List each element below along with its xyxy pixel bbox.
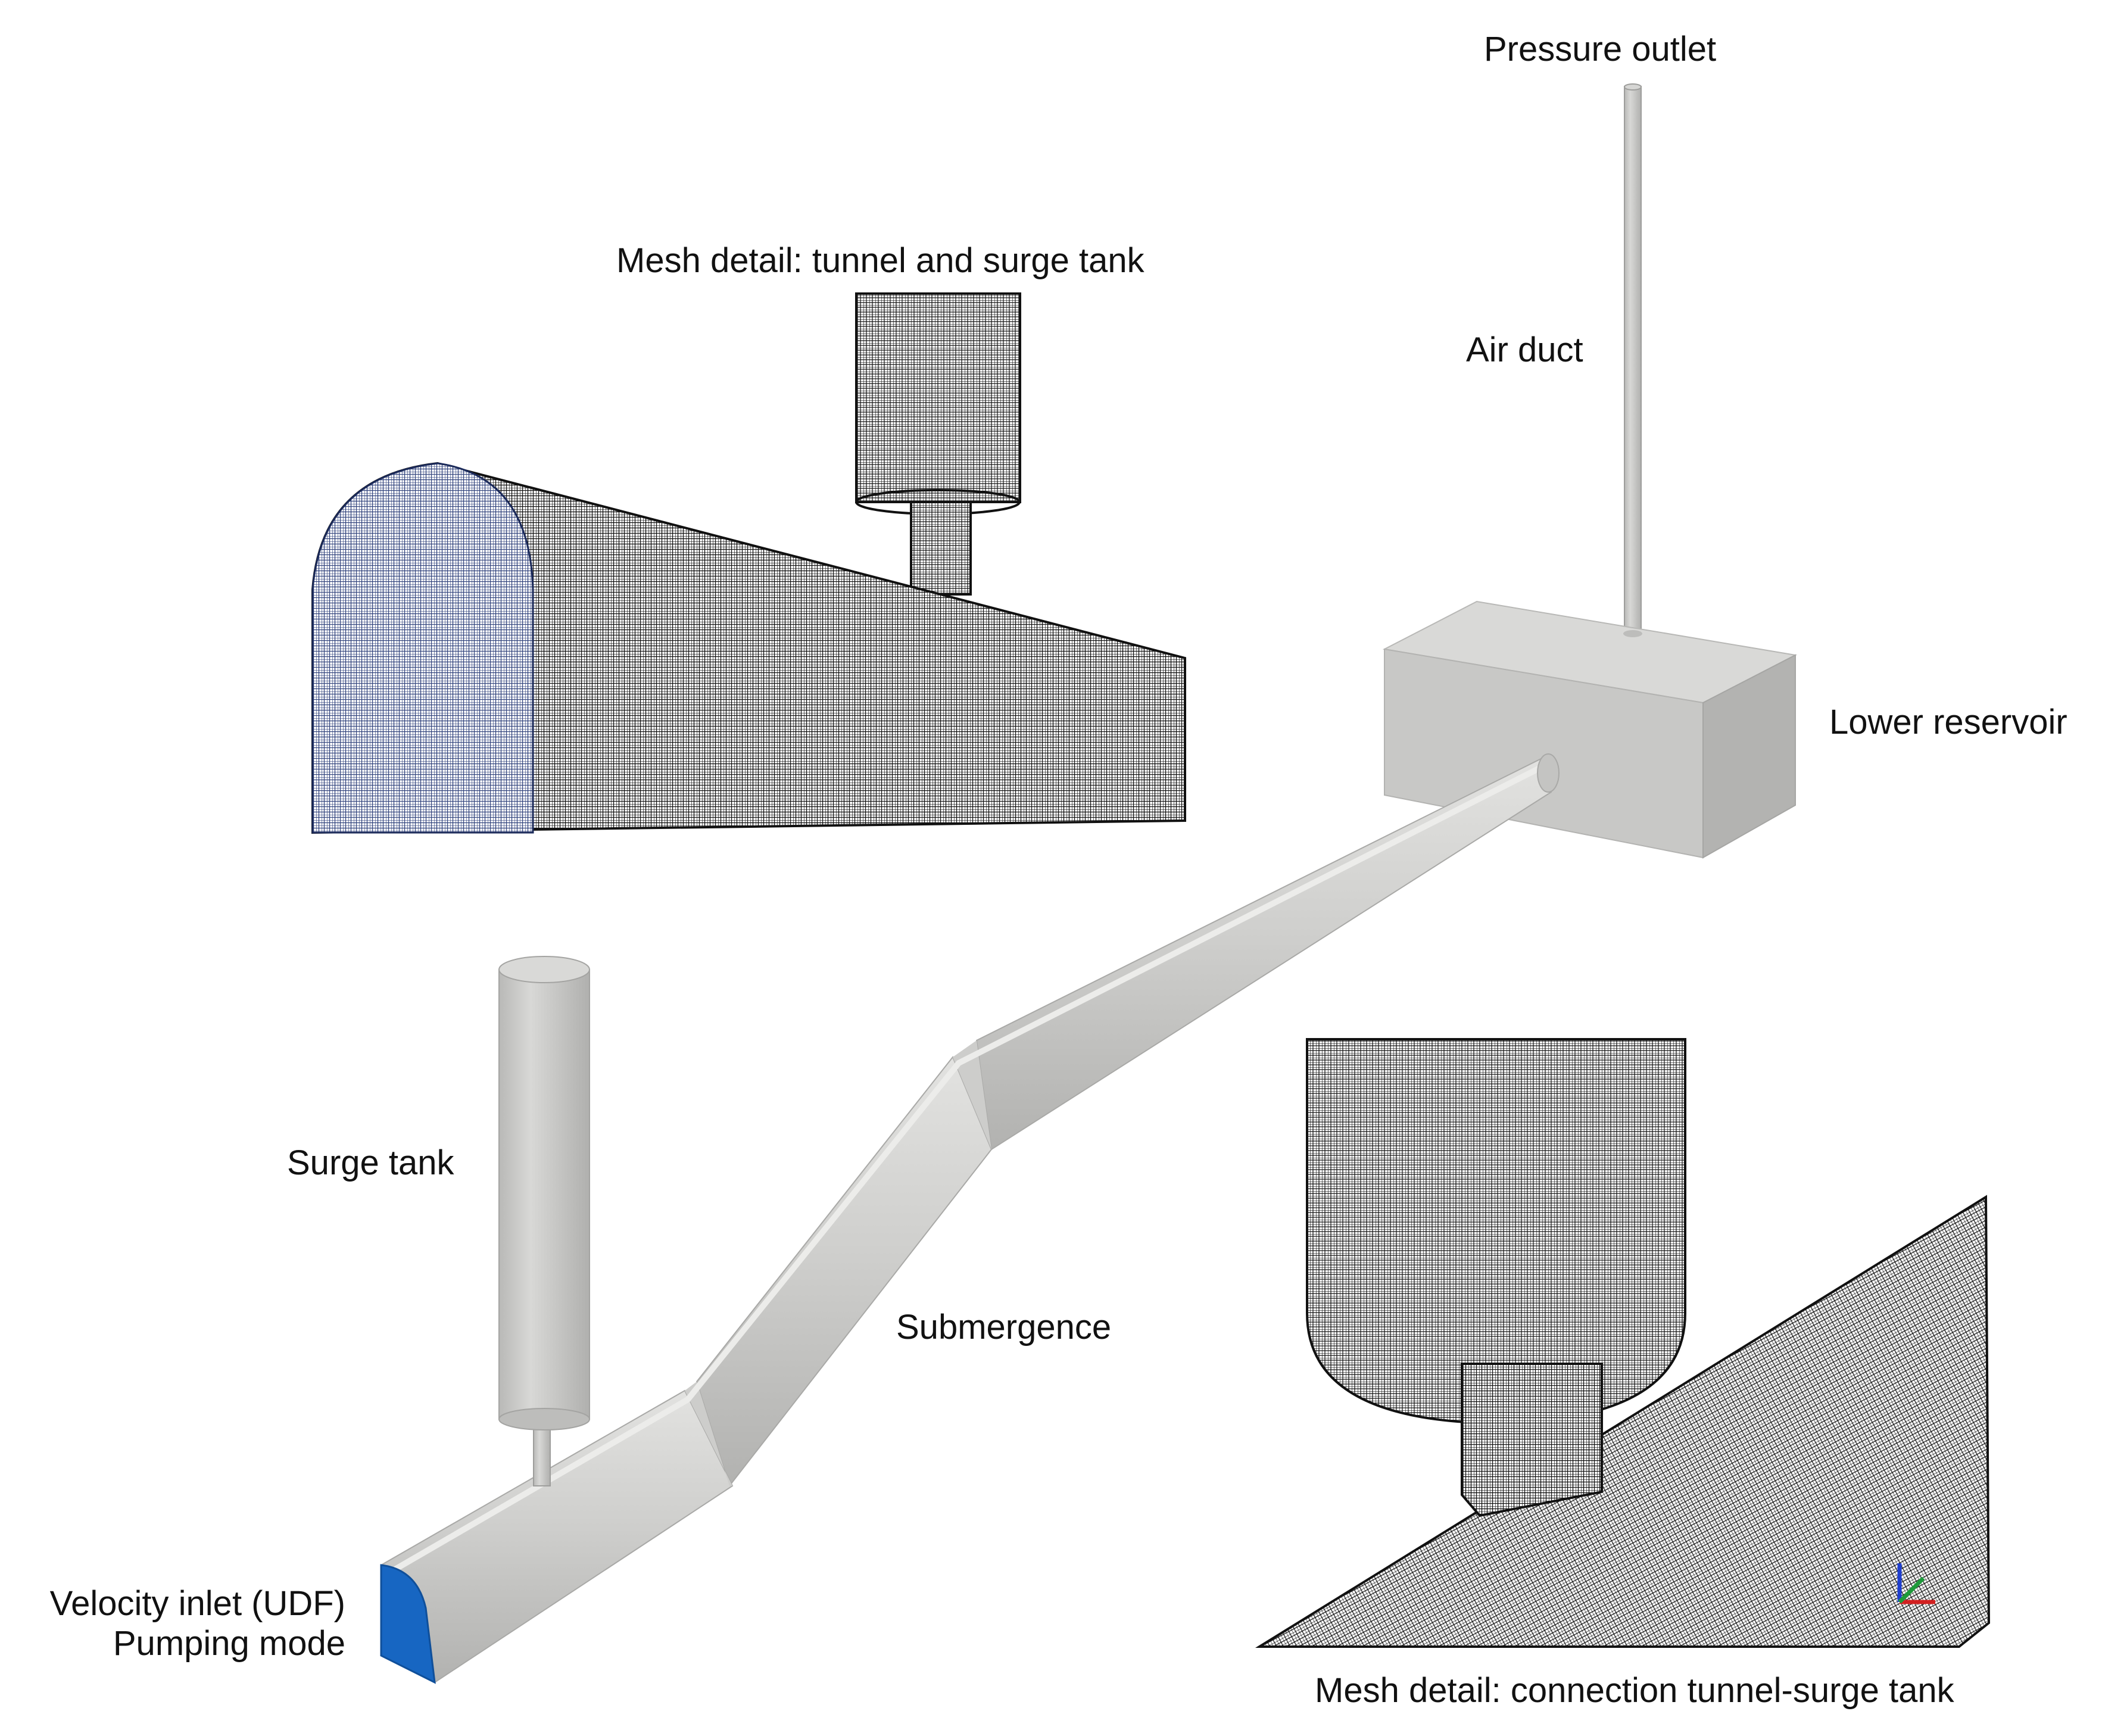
surge-tank-shaft: [533, 1420, 551, 1486]
air-duct: [1624, 86, 1642, 635]
tunnel-reservoir-junction: [1537, 753, 1560, 793]
velocity-inlet-face: [380, 1564, 436, 1684]
label-mesh-detail-top: Mesh detail: tunnel and surge tank: [616, 241, 1144, 280]
air-duct-top-cap: [1624, 83, 1642, 91]
mesh-connection-riser: [1461, 1363, 1603, 1517]
tunnel-elbow-upper: [953, 1040, 991, 1149]
mesh-surge-tank-body: [855, 292, 1021, 503]
mesh-tunnel-wall: [1255, 1195, 1991, 1648]
mesh-riser-shaft: [910, 501, 972, 596]
label-pressure-outlet: Pressure outlet: [1484, 30, 1717, 68]
model-3d: [380, 83, 1798, 1684]
label-mesh-detail-bottom: Mesh detail: connection tunnel-surge tan…: [1315, 1671, 1954, 1710]
tunnel-elbow-lower: [685, 1382, 732, 1486]
label-lower-reservoir: Lower reservoir: [1829, 703, 2067, 741]
tunnel-steep-segment: [696, 1056, 993, 1488]
surge-tank-body: [498, 969, 590, 1420]
mesh-tunnel-inlet-face: [311, 462, 534, 834]
air-duct-base: [1623, 630, 1642, 637]
axis-triad-icon: [1897, 1563, 1935, 1604]
label-velocity-inlet-line1: Velocity inlet (UDF): [49, 1584, 345, 1623]
label-velocity-inlet: Velocity inlet (UDF) Pumping mode: [24, 1584, 345, 1663]
label-surge-tank: Surge tank: [287, 1143, 454, 1182]
surge-tank-top-cap: [498, 956, 590, 983]
mesh-detail-tunnel-surge-tank: [311, 292, 1186, 834]
surge-tank-bottom-cap: [498, 1408, 590, 1430]
lower-reservoir-side: [1702, 654, 1796, 859]
mesh-detail-connection: [1255, 1038, 1991, 1648]
label-air-duct: Air duct: [1466, 331, 1583, 369]
tunnel-lower-segment: [380, 1389, 734, 1684]
label-velocity-inlet-line2: Pumping mode: [113, 1623, 345, 1663]
label-submergence: Submergence: [896, 1308, 1112, 1347]
